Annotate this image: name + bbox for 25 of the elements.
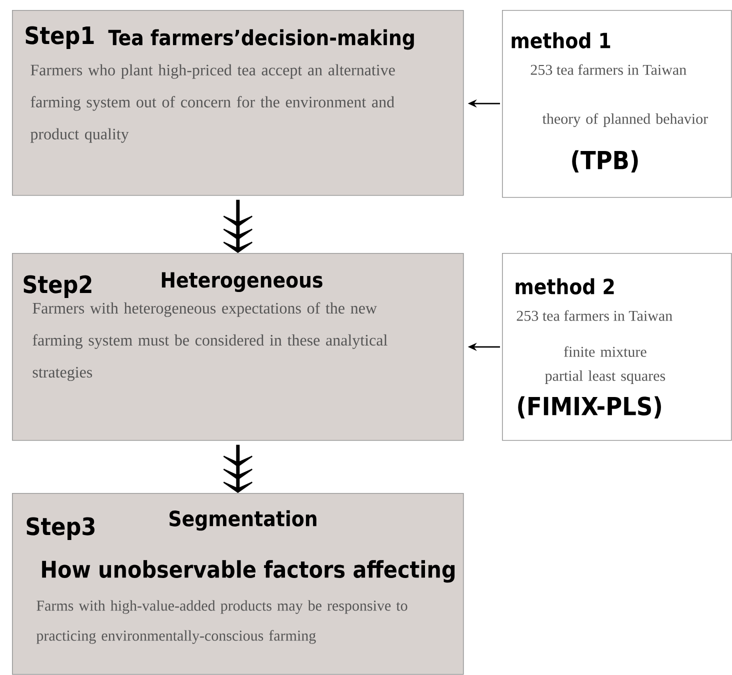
step-box bbox=[12, 10, 464, 196]
method-name: finite mixture partial least squares bbox=[545, 346, 666, 384]
step-label: Step2 bbox=[24, 275, 92, 298]
method-acronym: (TPB) bbox=[572, 150, 638, 172]
step-label: Step1 bbox=[26, 26, 94, 49]
step-heading: Segmentation bbox=[170, 510, 316, 531]
description-text: Farmers with heterogeneous expectations of the new farming system must be considered in these analytical strategies bbox=[32, 302, 388, 381]
chevron-arrow bbox=[223, 444, 253, 493]
method-box bbox=[502, 10, 732, 198]
chevron-arrow bbox=[223, 200, 253, 253]
step-box bbox=[12, 493, 464, 675]
step-heading: Heterogeneous bbox=[162, 272, 322, 292]
subheading: How unobservable factors affecting bbox=[42, 560, 455, 583]
description-text: Farmers who plant high-priced tea accept an alternative farming system out of concern for the environment and product quality bbox=[30, 64, 395, 143]
method-name: theory of planned behavior bbox=[542, 113, 708, 127]
step-label: Step3 bbox=[26, 517, 94, 540]
step-box bbox=[12, 253, 464, 441]
step-heading: Tea farmers’decision-making bbox=[108, 29, 414, 50]
method-label: method 1 bbox=[512, 32, 610, 48]
method-acronym: (FIMIX-PLS) bbox=[518, 396, 661, 418]
sample-text: 253 tea farmers in Taiwan bbox=[530, 64, 686, 75]
sample-text: 253 tea farmers in Taiwan bbox=[516, 310, 672, 321]
method-label: method 2 bbox=[516, 278, 614, 294]
method-box bbox=[502, 253, 732, 441]
description-text: Farms with high-value-added products may be responsive to practicing environmentally-conscious farming bbox=[36, 600, 408, 644]
